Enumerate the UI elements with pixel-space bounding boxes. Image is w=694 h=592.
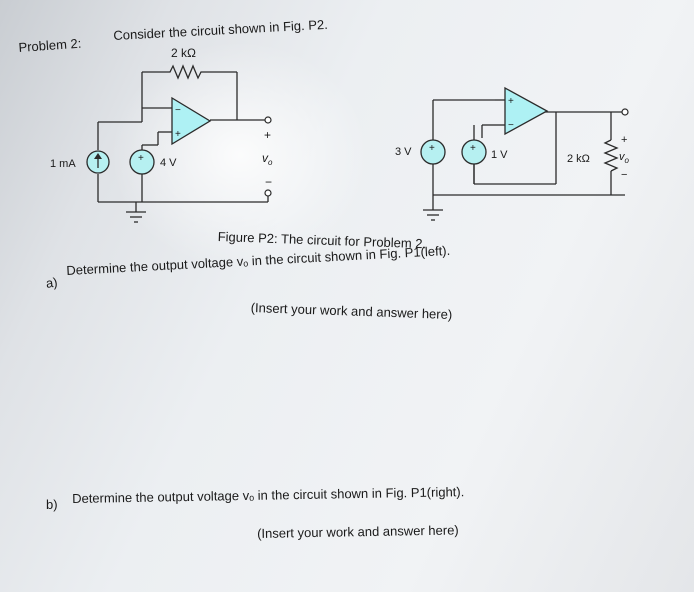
right-source-3v-label: 3 V [395,146,412,158]
left-output-plus: + [264,128,271,142]
left-current-source-label: 1 mA [50,158,76,170]
right-voltage-source-1v [461,139,487,165]
right-load-resistor [603,139,619,172]
right-output-minus: − [621,169,627,181]
right-output-label: vo [619,151,630,165]
right-opamp-plus: + [508,96,514,107]
right-circuit [423,99,625,221]
part-a-answer-hint: (Insert your work and answer here) [250,300,453,323]
left-output-terminal-bottom [264,189,272,197]
part-a-letter: a) [45,274,59,291]
right-vsource-3v-plus: + [429,143,435,154]
part-b-letter: b) [46,497,58,512]
left-opamp-plus: + [175,129,181,140]
left-opamp [171,96,212,146]
right-load-resistor-label: 2 kΩ [567,153,590,165]
part-b-answer-hint: (Insert your work and answer here) [257,522,459,541]
left-voltage-source [129,149,155,175]
left-opamp-minus: − [175,105,181,116]
part-b-question: Determine the output voltage vₒ in the c… [72,484,465,506]
right-output-plus: + [621,134,627,146]
right-vsource-1v-plus: + [470,143,476,154]
left-feedback-resistor [142,64,237,80]
left-output-terminal-top [264,116,272,124]
right-opamp-minus: − [508,120,514,131]
figure-p2: − + + 2 kΩ 1 mA 4 V + vo − [50,46,630,223]
left-output-label: vo [262,151,273,167]
left-output-minus: − [265,175,272,189]
left-feedback-resistor-label: 2 kΩ [171,46,196,60]
right-opamp [504,86,549,136]
left-vsource-plus: + [138,153,144,164]
left-circuit [97,64,269,223]
arrowhead-icon [94,153,102,159]
left-voltage-source-label: 4 V [160,157,177,169]
right-source-1v-label: 1 V [491,149,508,161]
right-voltage-source-3v [420,139,446,165]
right-output-terminal [621,108,629,116]
